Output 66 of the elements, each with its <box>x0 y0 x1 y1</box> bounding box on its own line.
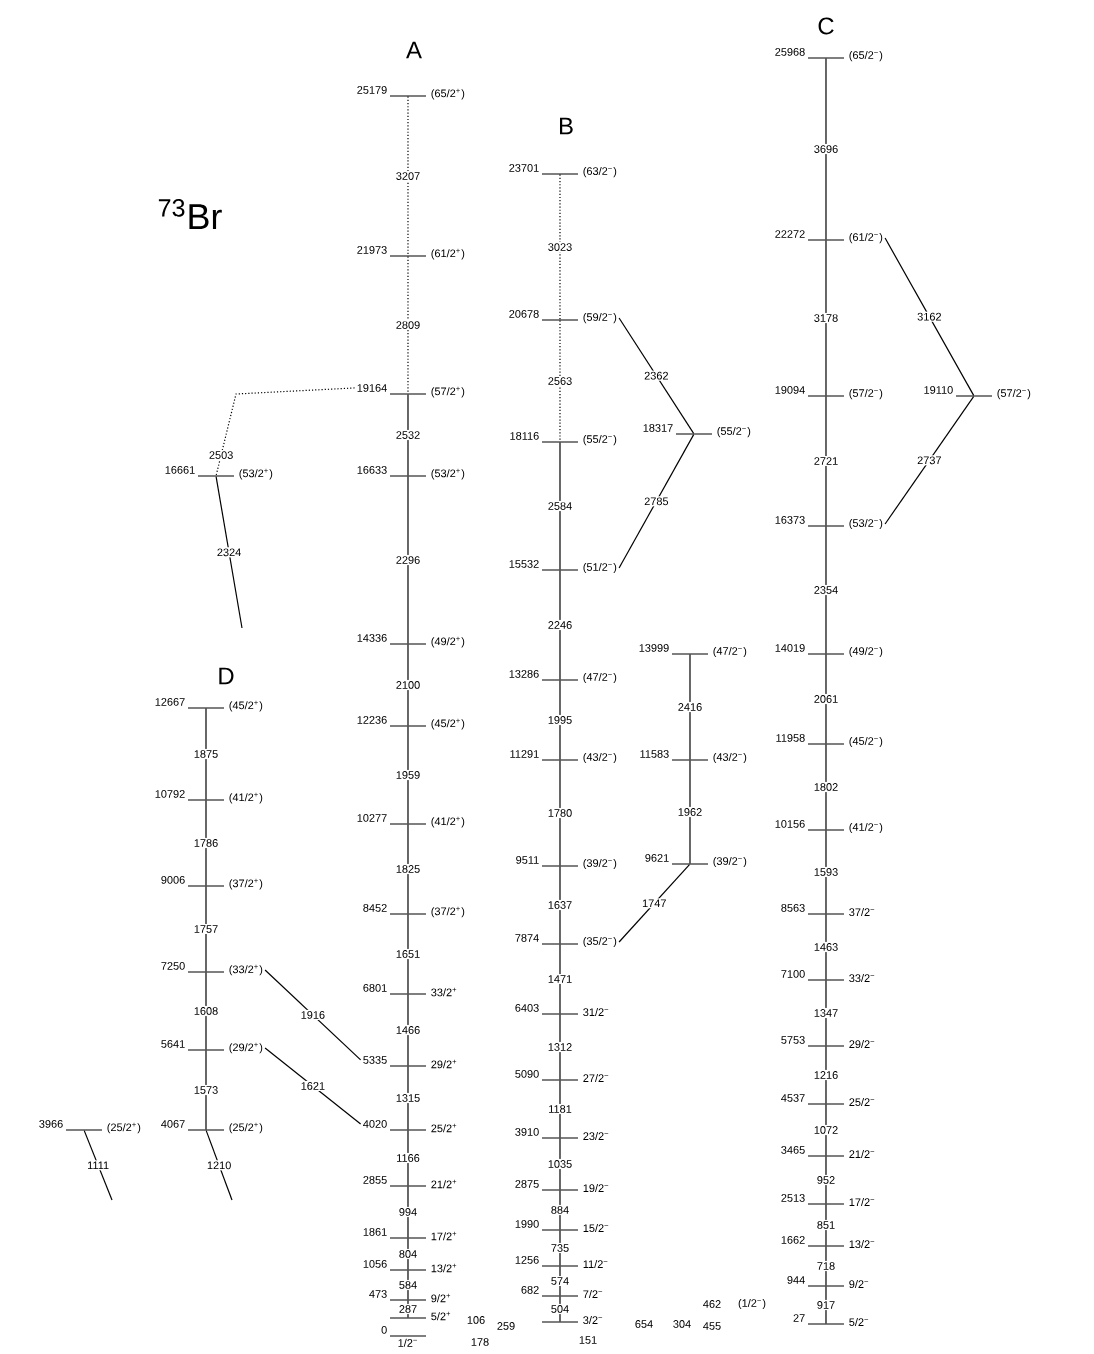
transition-line <box>825 1104 827 1156</box>
transition-line <box>825 1246 827 1286</box>
transition-line <box>825 58 827 240</box>
transition-line <box>559 760 561 866</box>
transition-line <box>264 1047 362 1125</box>
transition-line <box>407 994 409 1066</box>
transition-line <box>407 914 409 994</box>
transition-line <box>559 1296 561 1322</box>
band-letter: A <box>406 41 422 59</box>
transition-line <box>825 744 827 830</box>
transition-line <box>689 760 691 864</box>
transition-line <box>407 726 409 824</box>
transition-line <box>825 526 827 654</box>
transition-line <box>205 972 207 1050</box>
transition-line <box>407 1238 409 1270</box>
transition-line <box>559 442 561 570</box>
transition-line <box>559 1266 561 1296</box>
transition-line <box>205 1050 207 1130</box>
transition-line <box>264 969 362 1061</box>
transition-line <box>407 476 409 644</box>
transition-line <box>407 394 409 476</box>
band-letter: C <box>818 17 834 35</box>
transition-line <box>618 434 695 569</box>
band-letter: B <box>560 117 573 135</box>
transition-line <box>407 1066 409 1130</box>
transition-line <box>559 1080 561 1138</box>
transition-line <box>559 944 561 1014</box>
transition-line <box>825 1286 827 1324</box>
transition-line <box>825 980 827 1046</box>
transition-line <box>825 654 827 744</box>
transition-line <box>884 237 975 396</box>
transition-line <box>407 824 409 914</box>
transition-line <box>205 800 207 886</box>
transition-line <box>559 320 561 442</box>
transition-line <box>83 1130 113 1201</box>
transition-line <box>689 654 691 760</box>
transition-line <box>407 644 409 726</box>
transition-line <box>825 396 827 526</box>
nucleus-symbol: $^{73}$Br <box>158 199 222 229</box>
transition-line <box>205 708 207 800</box>
transition-line <box>205 1130 233 1201</box>
transition-line <box>559 1014 561 1080</box>
transition-line <box>407 1270 409 1300</box>
transition-line <box>559 866 561 944</box>
transition-line <box>825 1156 827 1204</box>
transition-line <box>559 680 561 760</box>
transition-line <box>215 387 356 476</box>
transition-line <box>825 1204 827 1246</box>
transition-line <box>825 240 827 396</box>
transition-line <box>825 830 827 914</box>
transition-line <box>618 317 695 434</box>
transition-line <box>407 1130 409 1186</box>
transition-line <box>559 570 561 680</box>
transition-line <box>884 396 975 525</box>
transition-line <box>407 1186 409 1238</box>
transition-line <box>215 476 243 629</box>
transition-line <box>825 1046 827 1104</box>
transition-line <box>559 1138 561 1190</box>
transition-line <box>559 1230 561 1266</box>
transition-line <box>559 1190 561 1230</box>
transition-line <box>618 864 691 943</box>
transition-line <box>825 914 827 980</box>
transition-line <box>559 174 561 320</box>
transition-line <box>407 96 409 256</box>
transition-line <box>407 256 409 394</box>
transition-line <box>205 886 207 972</box>
